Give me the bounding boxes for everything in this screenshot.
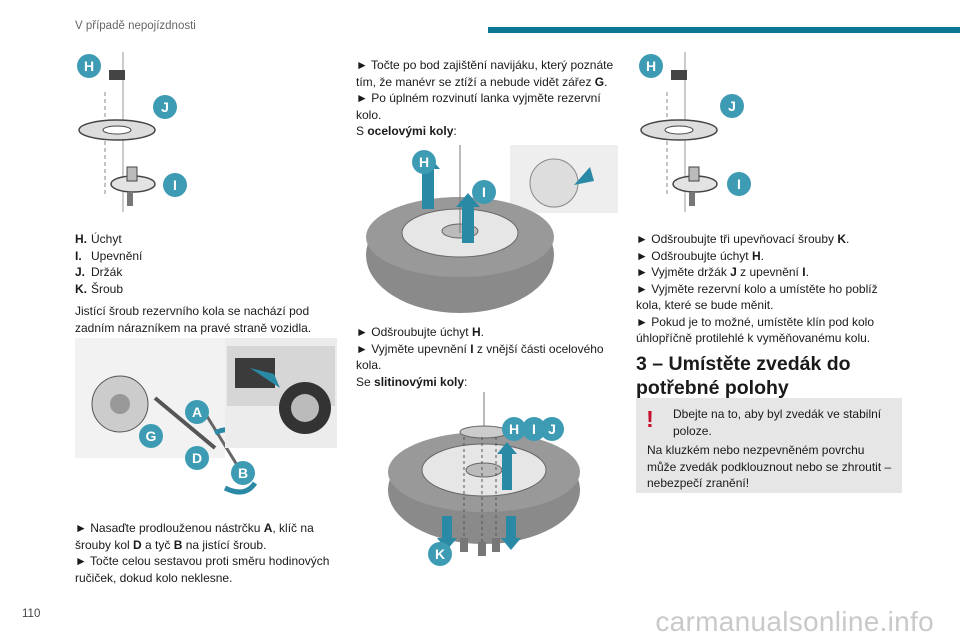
col3-instructions: ► Odšroubujte tři upevňovací šrouby K. ►… — [636, 231, 902, 347]
warning-icon: ! — [646, 406, 654, 432]
fig4-label-J: J — [548, 421, 556, 437]
fig3-label-I: I — [482, 184, 486, 200]
instruction-step: ► Odšroubujte úchyt H. — [636, 248, 764, 263]
legend-item: I.Upevnění — [75, 248, 143, 263]
legend-item: J.Držák — [75, 265, 123, 279]
figure-rear-bumper-tools: A G D B — [75, 338, 337, 495]
figure-alloy-wheel: H I J K — [388, 392, 580, 566]
header-accent-bar — [488, 27, 960, 33]
instruction-step: ► Vyjměte upevnění I z vnější části ocel… — [356, 341, 604, 373]
fig2-label-B: B — [238, 465, 248, 481]
warning-text-1: Dbejte na to, aby byl zvedák ve stabilní… — [673, 407, 882, 438]
col2-instructions-top: ► Točte po bod zajištění navijáku, který… — [356, 57, 618, 140]
fig3-label-H: H — [419, 154, 429, 170]
legend-item: K.Šroub — [75, 281, 124, 296]
col1-instructions: ► Nasaďte prodlouženou nástrčku A, klíč … — [75, 520, 337, 586]
warning-text-2: Na kluzkém nebo nezpevněném povrchu může… — [647, 443, 892, 490]
instruction-step: ► Odšroubujte tři upevňovací šrouby K. — [636, 232, 850, 246]
fig5-label-I: I — [737, 176, 741, 192]
legend-list: H.Úchyt I.Upevnění J.Držák K.Šroub — [75, 231, 325, 297]
instruction-step: ► Vyjměte rezervní kolo a umístěte ho po… — [636, 281, 878, 313]
fig4-label-I: I — [532, 421, 536, 437]
fig1-label-H: H — [84, 58, 94, 74]
fig5-label-H: H — [646, 58, 656, 74]
fig2-label-A: A — [192, 404, 202, 420]
steel-wheels-subheading: S ocelovými koly: — [356, 124, 457, 138]
watermark: carmanualsonline.info — [655, 606, 934, 637]
section-heading: 3 – Umístěte zvedák do potřebné polohy — [636, 353, 851, 399]
fig2-label-D: D — [192, 450, 202, 466]
instruction-step: ► Pokud je to možné, umístěte klín pod k… — [636, 314, 875, 346]
instruction-step: ► Odšroubujte úchyt H. — [356, 325, 484, 339]
instruction-step: ► Točte celou sestavou proti směru hodin… — [75, 554, 330, 585]
legend-item: H.Úchyt — [75, 232, 122, 246]
instruction-step: ► Po úplném rozvinutí lanka vyjměte reze… — [356, 91, 601, 122]
figure-spare-wheel-mount-1: H J I — [77, 52, 187, 212]
figure-spare-wheel-mount-2: H J I — [639, 52, 751, 212]
figure-steel-wheel: H I — [366, 145, 618, 313]
instruction-step: ► Nasaďte prodlouženou nástrčku A, klíč … — [75, 521, 314, 552]
fig4-label-H: H — [509, 421, 519, 437]
instruction-step: ► Vyjměte držák J z upevnění I. — [636, 265, 809, 279]
page-number: 110 — [22, 608, 41, 620]
col2-instructions-mid: ► Odšroubujte úchyt H. ► Vyjměte upevněn… — [356, 324, 618, 390]
instruction-step: ► Točte po bod zajištění navijáku, který… — [356, 58, 614, 89]
running-header: V případě nepojízdnosti — [75, 20, 196, 32]
fig4-label-K: K — [435, 546, 445, 562]
locking-bolt-note: Jistící šroub rezervního kola se nachází… — [75, 304, 312, 335]
fig1-label-J: J — [161, 99, 169, 115]
fig5-label-J: J — [728, 98, 736, 114]
fig2-label-G: G — [146, 428, 157, 444]
warning-box: ! Dbejte na to, aby byl zvedák ve stabil… — [636, 398, 902, 493]
fig1-label-I: I — [173, 177, 177, 193]
alloy-wheels-subheading: Se slitinovými koly: — [356, 374, 468, 389]
